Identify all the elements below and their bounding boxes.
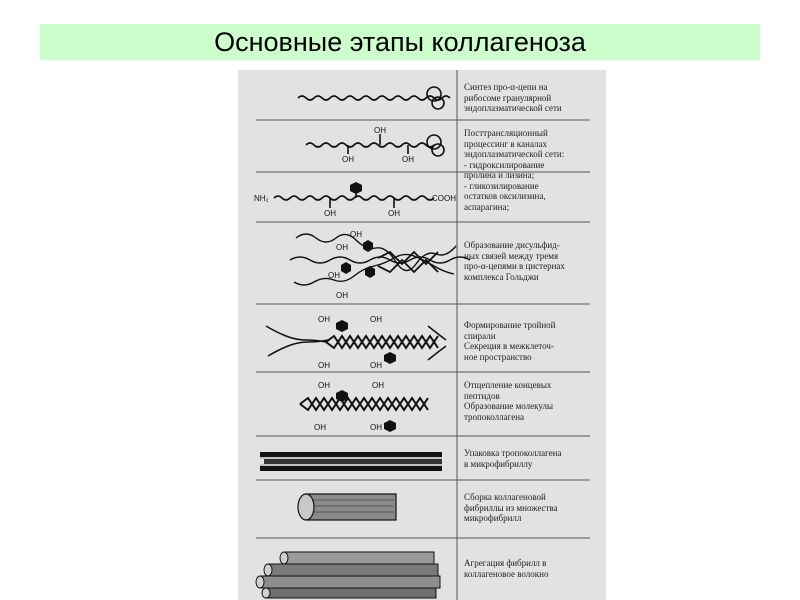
oh-label: OH bbox=[402, 155, 414, 164]
oh-label: OH bbox=[318, 381, 330, 390]
step4-sugars bbox=[341, 240, 375, 278]
step1-drawing bbox=[297, 86, 451, 110]
oh-label: OH bbox=[388, 209, 400, 218]
step-3-description: Образование дисульфид- ных связей между … bbox=[464, 240, 565, 282]
step-8-description: Агрегация фибрилл в коллагеновое волокно bbox=[464, 558, 549, 579]
step-2-description: Посттрансляционный процессинг в каналах … bbox=[464, 128, 565, 212]
fibril-end-icon bbox=[297, 493, 315, 521]
ribosome-icon bbox=[426, 134, 442, 150]
step6-sugars bbox=[336, 390, 396, 432]
step3-labels: NH₂ COOH OH OH bbox=[254, 194, 456, 218]
oh-label: OH bbox=[318, 361, 330, 370]
oh-label: OH bbox=[372, 381, 384, 390]
step7-drawing bbox=[260, 452, 442, 471]
cooh-label: COOH bbox=[432, 194, 456, 203]
step8-drawing bbox=[297, 493, 397, 521]
step6-oh-labels: OH OH OH OH bbox=[314, 381, 384, 432]
sugar-hexagon-icon bbox=[350, 182, 362, 194]
step-1-description: Синтез про-α-цепи на рибосоме гранулярно… bbox=[464, 82, 562, 113]
step6-drawing bbox=[299, 396, 429, 412]
oh-label: OH bbox=[318, 315, 330, 324]
oh-label: OH bbox=[324, 209, 336, 218]
title-bar: Основные этапы коллагеноза bbox=[40, 24, 760, 60]
slide-title: Основные этапы коллагеноза bbox=[214, 26, 586, 57]
step4-oh-labels: OH OH OH OH bbox=[328, 230, 362, 300]
oh-label: OH bbox=[336, 291, 348, 300]
step4-drawing bbox=[289, 233, 471, 286]
oh-label: OH bbox=[350, 230, 362, 239]
step9-drawing bbox=[255, 551, 441, 599]
step-5-description: Отщепление концевых пептидов Образование… bbox=[464, 380, 554, 422]
row-dividers bbox=[256, 119, 590, 539]
oh-label: OH bbox=[328, 271, 340, 280]
step5-drawing bbox=[265, 325, 447, 361]
oh-label: OH bbox=[314, 423, 326, 432]
oh-label: OH bbox=[370, 423, 382, 432]
step2-oh-labels: OH OH OH bbox=[342, 126, 414, 164]
collagen-stages-figure: OH OH OH NH₂ COOH OH OH bbox=[238, 70, 606, 600]
step5-sugars bbox=[336, 320, 396, 364]
oh-label: OH bbox=[374, 126, 386, 135]
step-4-description: Формирование тройной спирали Секреция в … bbox=[464, 320, 556, 362]
ribosome-icon bbox=[426, 86, 442, 102]
oh-label: OH bbox=[342, 155, 354, 164]
step5-oh-labels: OH OH OH OH bbox=[318, 315, 382, 370]
nh2-label: NH₂ bbox=[254, 194, 269, 203]
oh-label: OH bbox=[336, 243, 348, 252]
step-7-description: Сборка коллагеновой фибриллы из множеств… bbox=[464, 492, 558, 523]
figure-drawing: OH OH OH NH₂ COOH OH OH bbox=[254, 70, 590, 600]
oh-label: OH bbox=[370, 315, 382, 324]
oh-label: OH bbox=[370, 361, 382, 370]
step-6-description: Упаковка тропоколлагена в микрофибриллу bbox=[464, 448, 562, 469]
step2-drawing bbox=[305, 134, 445, 157]
